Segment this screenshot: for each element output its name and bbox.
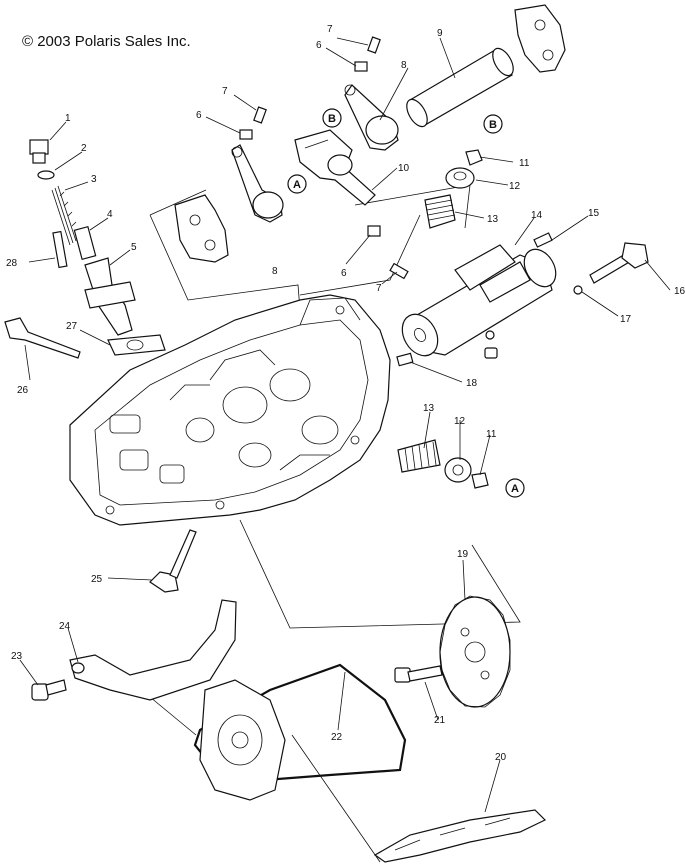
callout-27: 27 (66, 321, 78, 332)
callout-19: 19 (457, 549, 469, 560)
callout-15: 15 (588, 208, 600, 219)
callout-21: 21 (434, 715, 446, 726)
callout-2: 2 (81, 143, 87, 154)
callout-12-a: 12 (509, 181, 521, 192)
camshaft-hardware (396, 232, 649, 367)
cylinder-head (69, 294, 391, 526)
callout-26: 26 (17, 385, 29, 396)
callout-25: 25 (91, 574, 103, 585)
reference-markers: B B A A (287, 108, 525, 498)
ref-b-right: B (489, 119, 497, 131)
callout-28: 28 (6, 258, 18, 269)
callout-22: 22 (331, 732, 343, 743)
ref-a-lower: A (511, 483, 519, 495)
callout-18: 18 (466, 378, 478, 389)
sprocket-bolt (394, 665, 443, 683)
callout-6-b: 6 (196, 110, 202, 121)
valve-train-right (397, 149, 489, 489)
callout-23: 23 (11, 651, 23, 662)
callout-4: 4 (107, 209, 113, 220)
callout-9: 9 (437, 28, 443, 39)
rocker-arm-upper (344, 84, 399, 151)
ref-a-upper: A (293, 179, 301, 191)
callout-24: 24 (59, 621, 71, 632)
cam-sprocket (439, 595, 511, 708)
callout-11-a: 11 (519, 158, 530, 169)
callout-7-c: 7 (376, 283, 382, 294)
rocker-arm-left (231, 144, 284, 223)
callout-labels: 1 2 3 4 5 6 7 8 9 7 6 10 11 12 13 14 15 … (6, 24, 685, 763)
upper-pedestal (514, 4, 566, 73)
callout-20: 20 (495, 752, 507, 763)
callout-7-b: 7 (222, 86, 228, 97)
leader-lines (19, 37, 671, 813)
lower-crankcase (199, 679, 286, 801)
callout-5: 5 (131, 242, 137, 253)
rocker-arm-center (294, 129, 376, 206)
callout-3: 3 (91, 174, 97, 185)
callout-1: 1 (65, 113, 71, 124)
callout-14: 14 (531, 210, 543, 221)
callout-17: 17 (620, 314, 632, 325)
callout-13-b: 13 (423, 403, 435, 414)
callout-12-b: 12 (454, 416, 466, 427)
callout-8-a: 8 (401, 60, 407, 71)
copyright-notice: © 2003 Polaris Sales Inc. (22, 33, 191, 50)
adjuster-hardware (239, 36, 409, 280)
valve-train-left (4, 139, 197, 593)
callout-13-a: 13 (487, 214, 499, 225)
guide-bolt (31, 679, 67, 701)
callout-11-b: 11 (486, 429, 497, 440)
chain-guide-upper (69, 599, 237, 701)
camshaft (401, 244, 557, 359)
callout-8-b: 8 (272, 266, 278, 277)
callout-7-a: 7 (327, 24, 333, 35)
rocker-shaft (406, 47, 514, 128)
callout-16: 16 (674, 286, 685, 297)
chain-tensioner-blade (373, 809, 547, 863)
callout-6-c: 6 (341, 268, 347, 279)
callout-10: 10 (398, 163, 410, 174)
callout-6-a: 6 (316, 40, 322, 51)
rocker-pedestal (174, 194, 229, 263)
assembly-lines (149, 184, 521, 863)
ref-b-upper: B (328, 113, 336, 125)
